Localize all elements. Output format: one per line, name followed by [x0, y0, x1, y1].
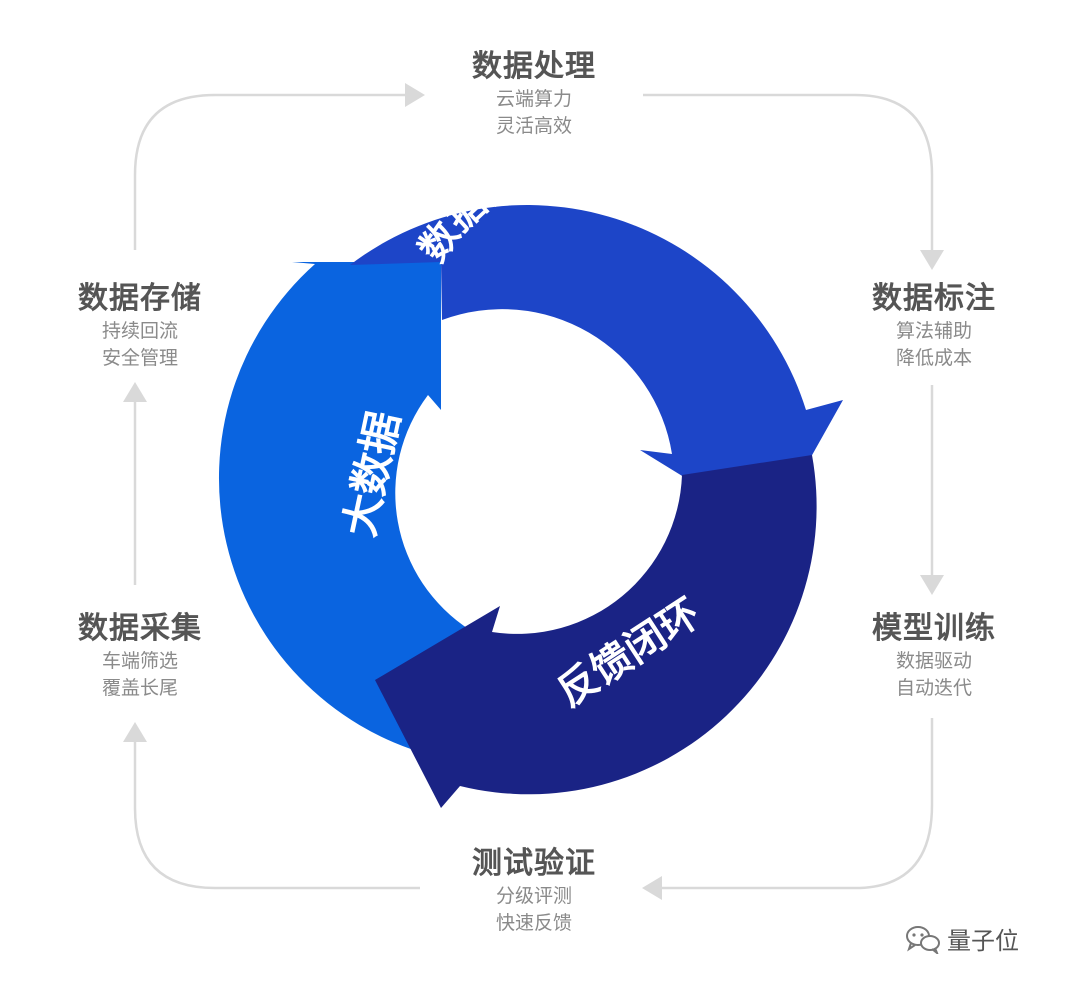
node-data-collection: 数据采集 车端筛选 覆盖长尾	[30, 610, 250, 702]
wechat-icon	[906, 925, 940, 954]
node-model-training: 模型训练 数据驱动 自动迭代	[824, 610, 1044, 702]
cycle-segment-big-data	[218, 262, 470, 755]
node-data-processing: 数据处理 云端算力 灵活高效	[424, 48, 644, 140]
node-line: 降低成本	[895, 347, 972, 369]
node-title: 数据标注	[872, 281, 996, 316]
node-line: 自动迭代	[895, 677, 972, 699]
flow-arrowhead-down-icon	[920, 250, 944, 270]
node-title: 数据采集	[78, 611, 202, 646]
node-title: 模型训练	[872, 611, 996, 646]
flow-arrowhead-up-icon	[123, 382, 147, 402]
cycle-segment-algorithm	[350, 205, 843, 530]
connector-processing-to-labeling	[643, 93, 934, 250]
node-title: 测试验证	[472, 846, 596, 881]
connector-storage-to-processing	[133, 93, 405, 250]
flow-arrowhead-up-icon	[123, 722, 147, 742]
node-line: 快速反馈	[495, 912, 572, 934]
node-line: 算法辅助	[895, 320, 972, 342]
flow-connectors	[133, 93, 934, 890]
connector-validation-to-collection	[133, 742, 420, 890]
flow-arrowhead-left-icon	[642, 876, 662, 900]
node-line: 持续回流	[101, 320, 178, 342]
node-line: 分级评测	[495, 885, 572, 907]
flow-arrowhead-down-icon	[920, 575, 944, 595]
node-line: 云端算力	[495, 88, 572, 110]
connector-training-to-validation	[662, 718, 934, 890]
node-title: 数据处理	[472, 49, 596, 84]
node-line: 覆盖长尾	[101, 677, 178, 699]
node-line: 数据驱动	[895, 650, 972, 672]
node-line: 安全管理	[101, 347, 178, 369]
node-line: 车端筛选	[101, 650, 178, 672]
node-data-storage: 数据存储 持续回流 安全管理	[30, 280, 250, 372]
watermark-text: 量子位	[947, 927, 1019, 955]
watermark: 量子位	[905, 921, 1019, 956]
node-test-validation: 测试验证 分级评测 快速反馈	[424, 845, 644, 937]
node-data-labeling: 数据标注 算法辅助 降低成本	[824, 280, 1044, 372]
node-title: 数据存储	[78, 281, 202, 316]
flow-arrowhead-right-icon	[405, 83, 425, 107]
node-line: 灵活高效	[495, 115, 572, 137]
cycle-segment-feedback	[375, 455, 817, 808]
